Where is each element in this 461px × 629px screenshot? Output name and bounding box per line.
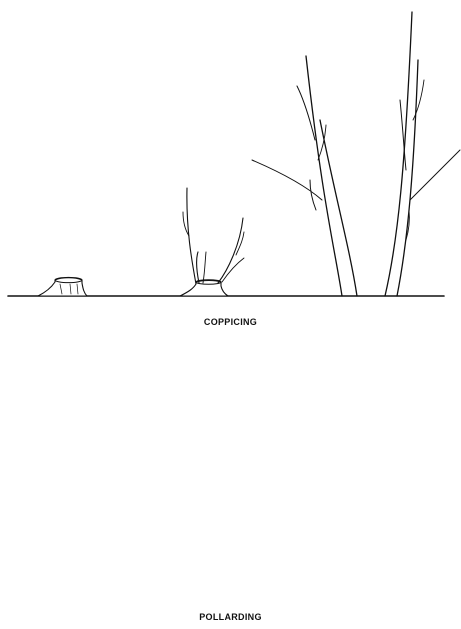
coppice-stool-freshly-cut — [38, 277, 87, 296]
pollarding-caption: POLLARDING — [0, 612, 461, 622]
coppice-stool-young-shoots — [180, 188, 244, 296]
coppicing-illustration — [8, 12, 460, 296]
coppicing-caption: COPPICING — [0, 317, 461, 327]
coppice-mature-stems — [252, 12, 460, 296]
